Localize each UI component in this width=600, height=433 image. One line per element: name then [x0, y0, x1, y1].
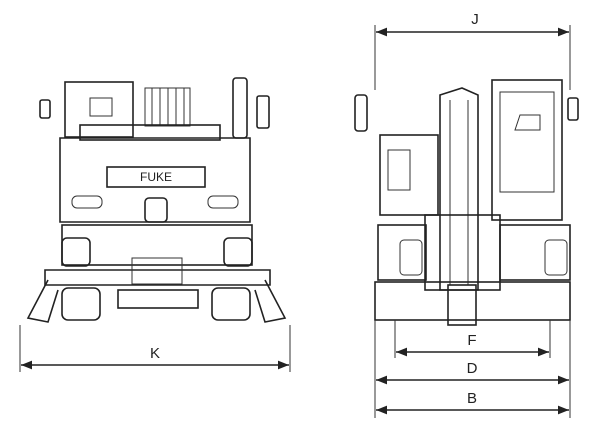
left-wheel-lower	[61, 287, 101, 321]
right-mirror	[256, 95, 270, 129]
cab-windshield	[499, 91, 555, 193]
upper-deck	[79, 124, 221, 141]
left-mirror-front	[354, 94, 368, 132]
left-outrigger	[26, 279, 59, 323]
rear-view-excavator: FUKE	[26, 77, 287, 323]
exhaust-pipe	[232, 77, 248, 139]
right-wheel-front	[544, 239, 568, 276]
outrigger-beam	[44, 269, 271, 286]
boom	[439, 87, 479, 291]
tow-hook	[144, 197, 168, 223]
dozer-blade	[374, 281, 571, 321]
brand-label: FUKE	[140, 170, 172, 184]
engine-cover	[379, 134, 439, 216]
left-wheel-front	[399, 239, 423, 276]
left-mirror	[39, 99, 51, 119]
front-view-excavator	[354, 79, 579, 326]
operator-seat	[514, 114, 541, 131]
cab-window	[89, 97, 113, 117]
right-tail-light	[207, 195, 239, 209]
brand-plate	[106, 166, 206, 188]
side-panel	[387, 149, 411, 191]
bucket	[447, 284, 477, 326]
dimension-label-k: K	[150, 345, 160, 362]
counterweight	[59, 137, 251, 223]
cab-rear	[64, 81, 134, 138]
dimension-label-j: J	[471, 11, 479, 28]
dimension-label-b: B	[467, 390, 477, 407]
right-outrigger	[254, 279, 287, 323]
arm-base	[424, 214, 501, 291]
left-track-front	[377, 224, 427, 281]
drive-axle	[117, 289, 199, 309]
left-wheel-upper	[61, 237, 91, 267]
dimension-label-d: D	[467, 360, 478, 377]
right-wheel-upper	[223, 237, 253, 267]
left-tail-light	[71, 195, 103, 209]
dimension-label-f: F	[467, 332, 476, 349]
right-mirror-front	[567, 97, 579, 121]
cab-front	[491, 79, 563, 221]
right-track-front	[499, 224, 571, 281]
boom-hydraulics	[144, 87, 191, 127]
axle-housing	[131, 257, 183, 285]
right-wheel-lower	[211, 287, 251, 321]
